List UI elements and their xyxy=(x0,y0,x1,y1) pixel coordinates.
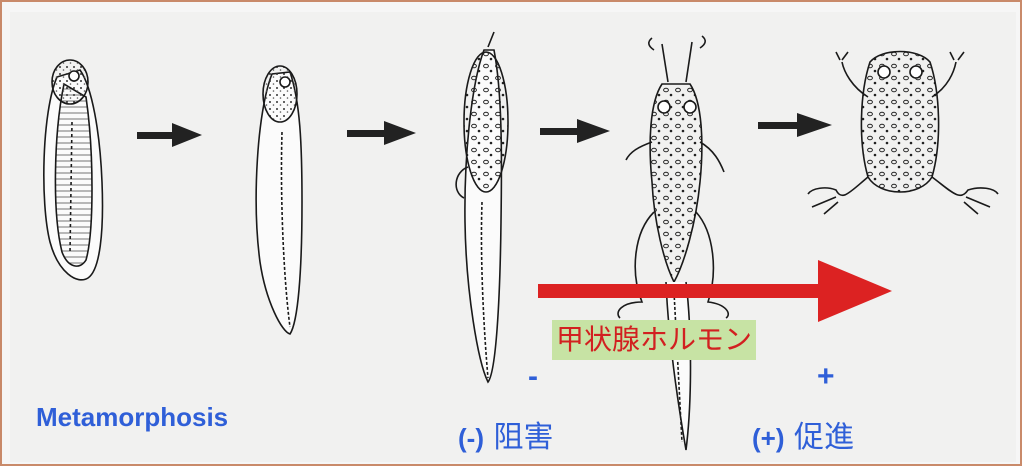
hormone-effect-arrow xyxy=(538,260,892,322)
arrow-icon xyxy=(758,113,832,137)
inhibition-sign: (-) xyxy=(458,423,484,453)
stage-1-tadpole xyxy=(44,60,103,280)
plus-symbol: + xyxy=(817,360,835,394)
arrow-icon xyxy=(347,121,416,145)
stage-5-frog xyxy=(808,52,998,215)
arrow-icon xyxy=(540,119,610,143)
thyroid-hormone-label: 甲状腺ホルモン xyxy=(552,320,756,360)
promotion-text: 促進 xyxy=(794,420,854,455)
stage-3-tadpole xyxy=(456,32,508,382)
stage-4-froglet xyxy=(618,36,728,450)
arrow-icon xyxy=(137,123,202,147)
stage-2-tadpole xyxy=(256,66,302,334)
metamorphosis-title: Metamorphosis xyxy=(36,402,228,433)
inhibition-label: (-) 阻害 xyxy=(458,412,554,456)
promotion-sign: (+) xyxy=(752,423,785,453)
promotion-label: (+) 促進 xyxy=(752,412,854,456)
minus-symbol: - xyxy=(528,360,538,394)
inhibition-text: 阻害 xyxy=(494,420,554,455)
